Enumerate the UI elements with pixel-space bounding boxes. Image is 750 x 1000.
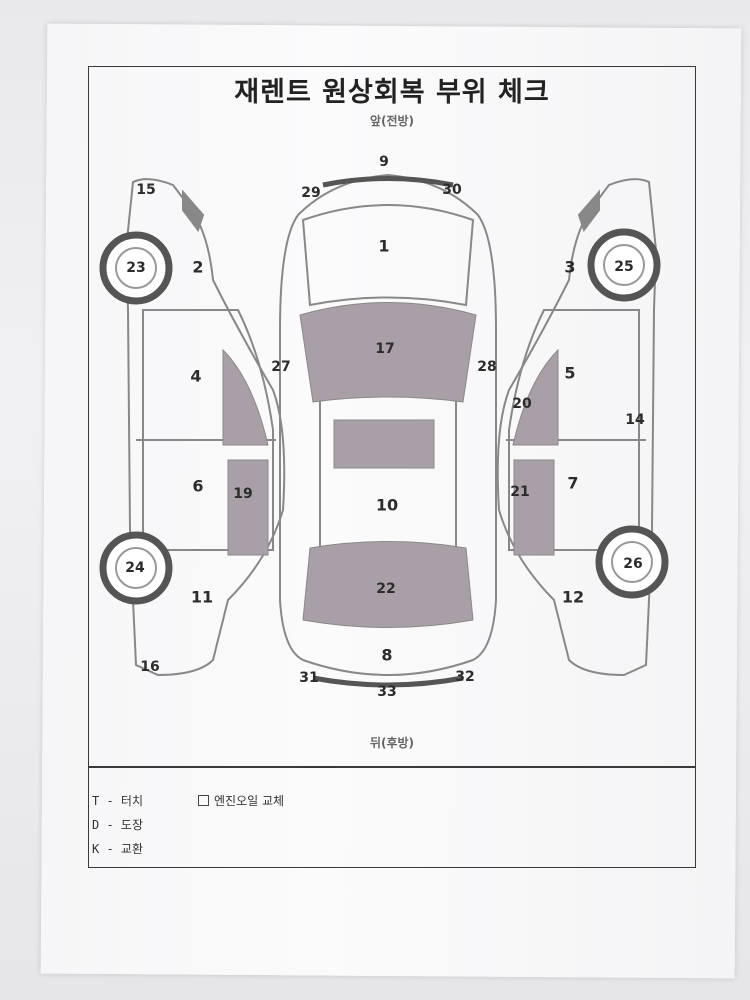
engine-oil-checkbox[interactable] <box>198 795 209 806</box>
part-label: 3 <box>564 257 576 277</box>
top-car-outline <box>279 173 497 676</box>
sunroof-shade <box>333 419 435 469</box>
rear-label: 뒤(후방) <box>369 736 415 750</box>
part-label: 23 <box>126 260 146 276</box>
part-label: 32 <box>455 669 475 685</box>
part-label: 1 <box>378 236 390 256</box>
part-label: 10 <box>375 495 399 515</box>
part-label: 8 <box>381 645 393 665</box>
rear-window-shade <box>302 541 474 628</box>
engine-oil-label: 엔진오일 교체 <box>214 794 285 808</box>
part-label: 16 <box>140 659 160 675</box>
windshield-shade <box>299 302 477 403</box>
legend-item-paint: D - 도장 <box>92 818 143 832</box>
part-label: 24 <box>125 560 145 576</box>
car-diagram <box>99 173 669 688</box>
part-label: 21 <box>510 484 530 500</box>
left-rear-wheel <box>99 531 173 605</box>
page-title: 재렌트 원상회복 부위 체크 <box>234 77 550 108</box>
part-label: 6 <box>192 476 204 496</box>
part-label: 9 <box>379 154 389 170</box>
part-label: 11 <box>190 587 214 607</box>
part-label: 27 <box>271 359 291 375</box>
front-label: 앞(전방) <box>369 114 415 128</box>
part-label: 5 <box>564 363 576 383</box>
engine-oil-checkbox-row[interactable]: 엔진오일 교체 <box>198 792 284 809</box>
right-front-window-shade <box>512 348 559 446</box>
legend-item-touch: T - 터치 <box>92 794 143 808</box>
left-front-wheel <box>99 231 173 305</box>
part-label: 2 <box>192 257 204 277</box>
part-label: 12 <box>561 587 585 607</box>
part-label: 26 <box>623 556 643 572</box>
part-label: 29 <box>301 185 321 201</box>
part-label: 22 <box>376 581 396 597</box>
part-label: 28 <box>477 359 497 375</box>
part-label: 31 <box>299 670 319 686</box>
part-label: 14 <box>625 412 645 428</box>
part-label: 25 <box>614 259 634 275</box>
legend-item-replace: K - 교환 <box>92 842 143 856</box>
part-label: 33 <box>377 684 397 700</box>
part-label: 20 <box>512 396 532 412</box>
left-rear-window-shade <box>227 459 269 556</box>
part-label: 15 <box>136 182 156 198</box>
right-front-wheel <box>587 228 661 302</box>
part-label: 7 <box>567 473 579 493</box>
part-label: 4 <box>190 366 202 386</box>
part-label: 17 <box>375 341 395 357</box>
part-label: 30 <box>442 182 462 198</box>
diagram-frame <box>88 66 696 768</box>
left-front-window-shade <box>222 348 269 446</box>
part-label: 19 <box>233 486 253 502</box>
right-rear-wheel <box>595 525 669 599</box>
right-rear-window-shade <box>513 459 555 556</box>
legend-frame <box>88 766 696 868</box>
